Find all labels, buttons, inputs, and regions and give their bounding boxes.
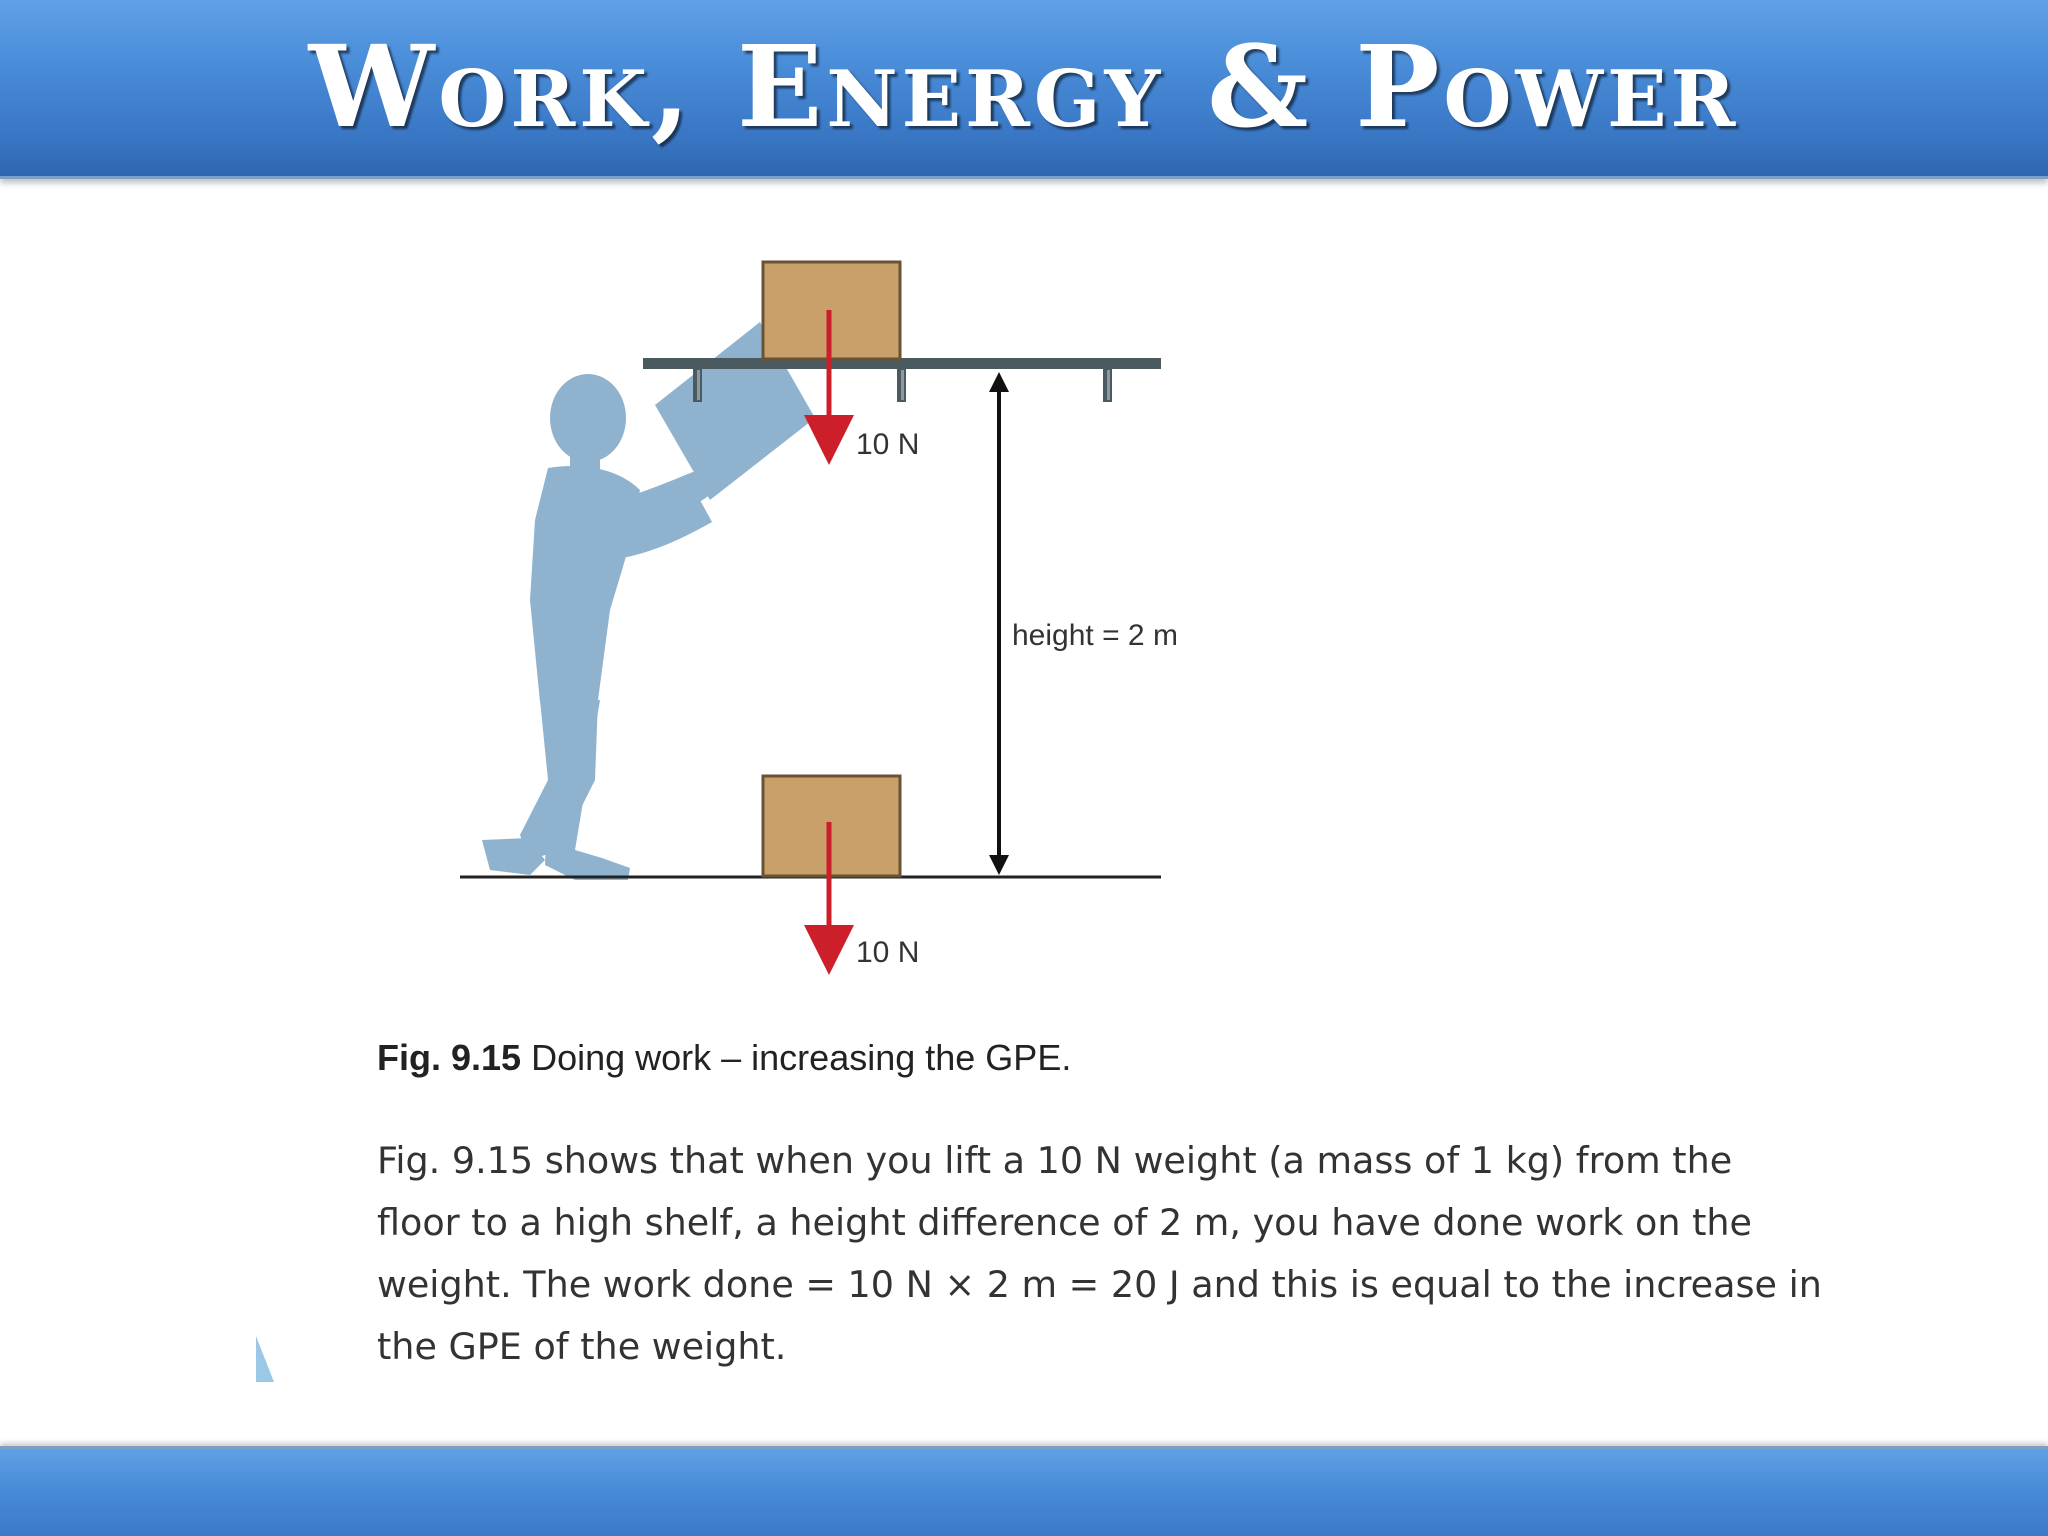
high-shelf (643, 358, 1161, 402)
explanation-line-4: the GPE of the weight. (377, 1325, 787, 1368)
title-banner: Work, Energy & Power (0, 0, 2048, 179)
slide-title: Work, Energy & Power (308, 22, 1740, 153)
work-diagram: 10 N 10 N height = 2 m (460, 260, 1178, 975)
explanation-line-3: weight. The work done = 10 N × 2 m = 20 … (377, 1263, 1822, 1306)
height-label: height = 2 m (1012, 619, 1178, 652)
force-label-top: 10 N (856, 428, 919, 461)
figure-caption: Fig. 9.15 Doing work – increasing the GP… (377, 1037, 1071, 1079)
caption-figure-number: Fig. 9.15 (377, 1037, 522, 1078)
explanation-line-1: Fig. 9.15 shows that when you lift a 10 … (377, 1139, 1733, 1182)
caption-text: Doing work – increasing the GPE. (521, 1037, 1072, 1078)
height-dimension-arrow (989, 372, 1009, 875)
explanation-line-2: floor to a high shelf, a height differen… (377, 1201, 1752, 1244)
explanation-paragraph: Fig. 9.15 shows that when you lift a 10 … (377, 1130, 1877, 1378)
decorative-sliver (256, 1336, 274, 1382)
force-label-bottom: 10 N (856, 936, 919, 969)
footer-banner (0, 1446, 2048, 1536)
